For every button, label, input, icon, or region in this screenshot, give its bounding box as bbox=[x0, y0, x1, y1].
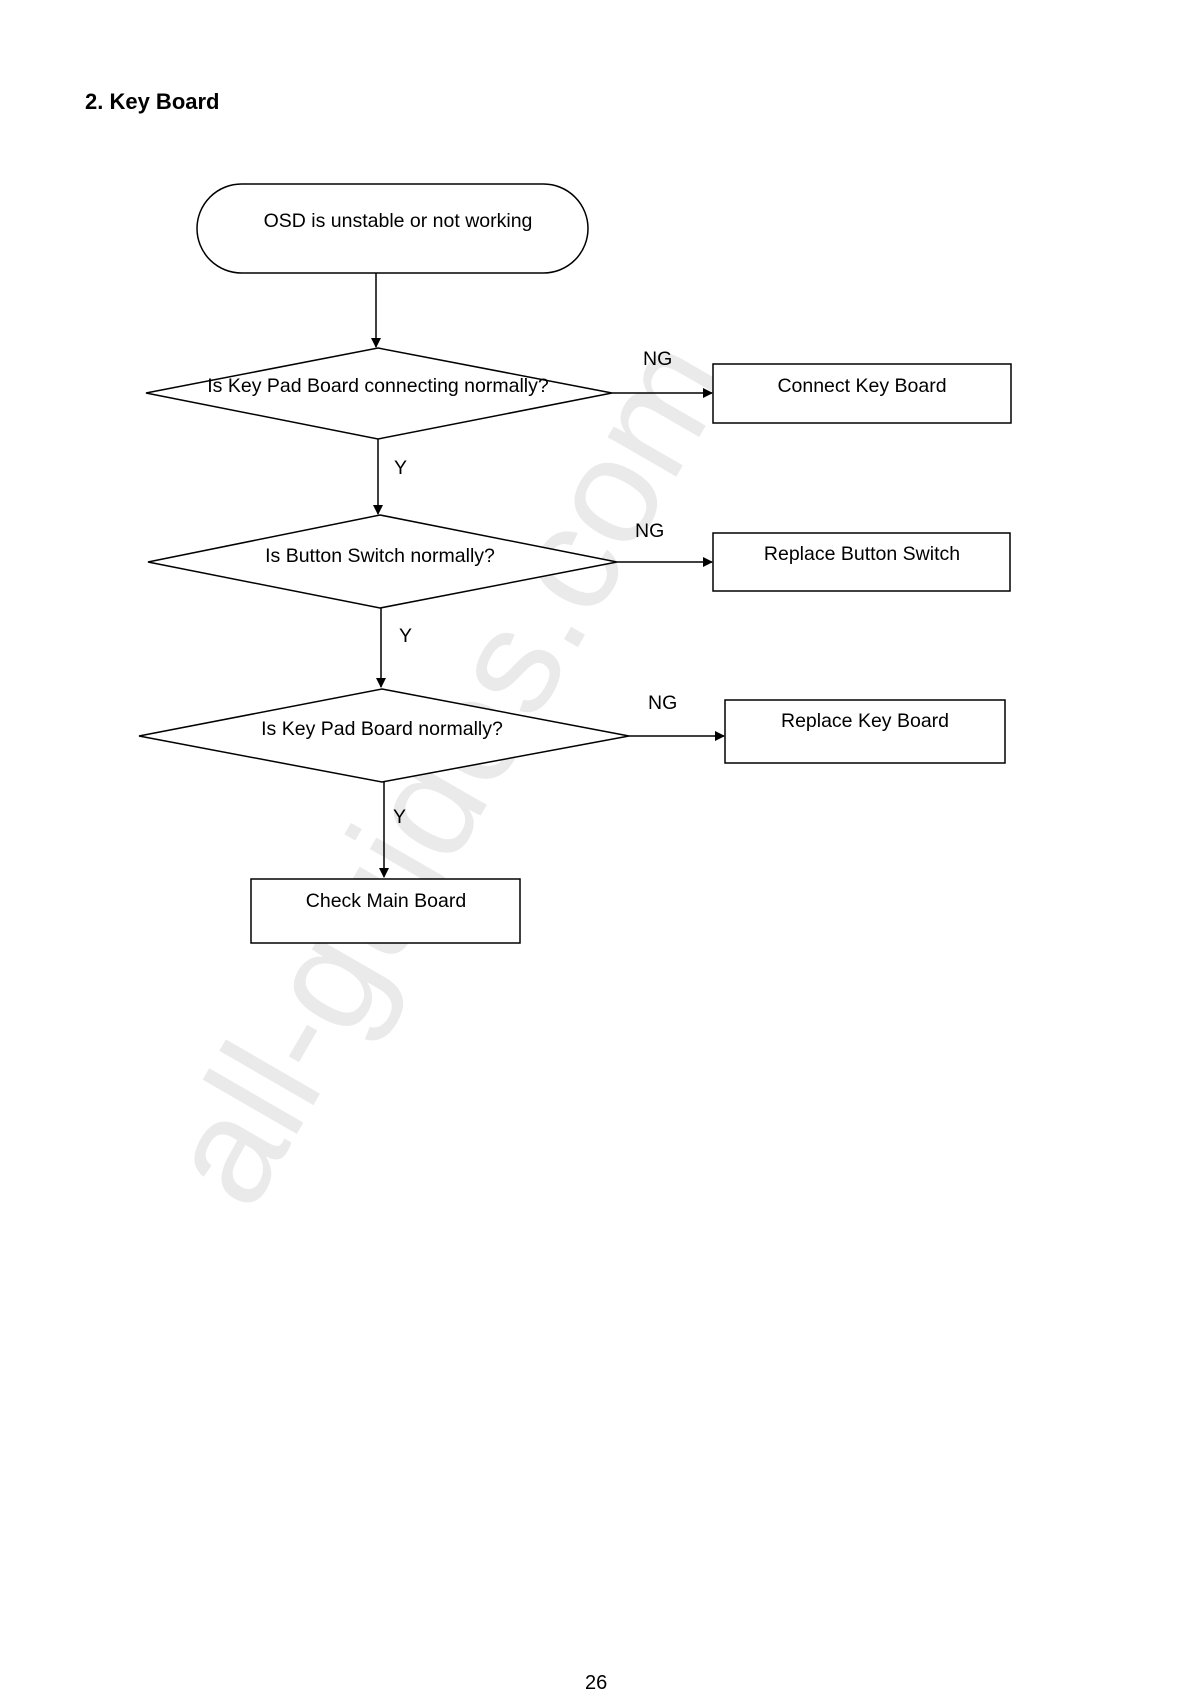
action-1-label: Connect Key Board bbox=[777, 375, 946, 397]
decision-1-yes-label: Y bbox=[394, 457, 407, 479]
decision-2-ng-label: NG bbox=[635, 520, 664, 542]
decision-3-label: Is Key Pad Board normally? bbox=[261, 718, 503, 740]
action-3-label: Replace Key Board bbox=[781, 710, 949, 732]
decision-3-yes-label: Y bbox=[393, 806, 406, 828]
decision-2-yes-label: Y bbox=[399, 625, 412, 647]
decision-1-ng-label: NG bbox=[643, 348, 672, 370]
start-terminal-label: OSD is unstable or not working bbox=[264, 210, 533, 232]
final-action-label: Check Main Board bbox=[306, 890, 466, 912]
decision-3-ng-label: NG bbox=[648, 692, 677, 714]
decision-1-label: Is Key Pad Board connecting normally? bbox=[207, 375, 549, 397]
decision-2-label: Is Button Switch normally? bbox=[265, 545, 495, 567]
action-2-label: Replace Button Switch bbox=[764, 543, 960, 565]
